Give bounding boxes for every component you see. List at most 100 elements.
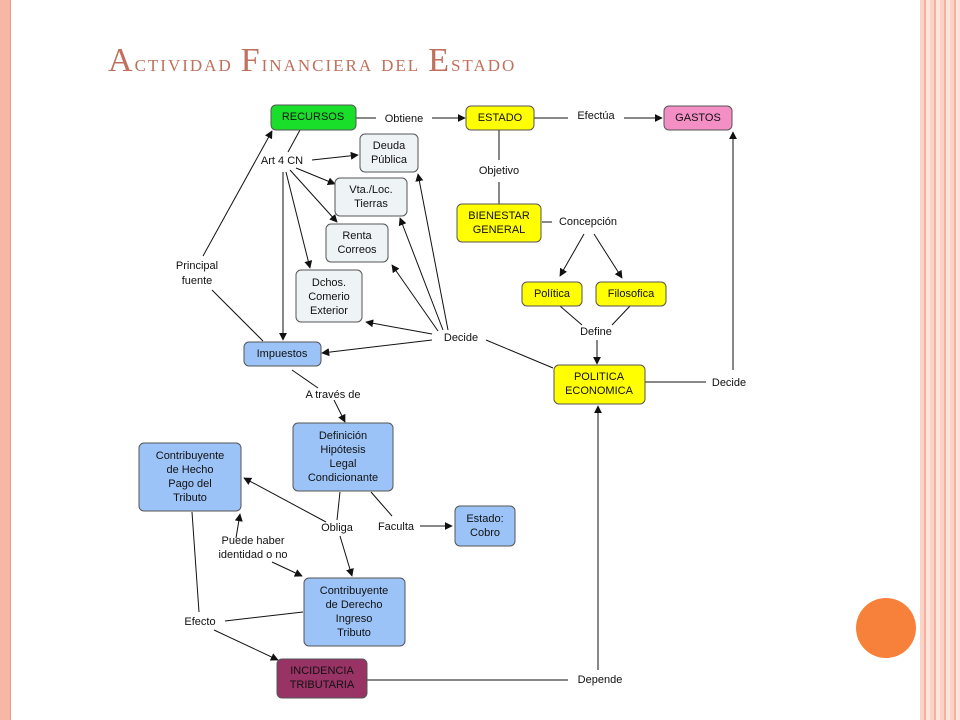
node-incidencia-tributaria: INCIDENCIA TRIBUTARIA (276, 658, 368, 699)
edge-puede-derecho (271, 561, 303, 577)
label-faculta: Faculta (378, 521, 415, 533)
label-concepcion: Concepción (559, 216, 617, 228)
node-dchos-exterior: Dchos. Comerio Exterior (295, 269, 363, 323)
edge-impuestos-principal (211, 289, 264, 342)
node-vta-tierras: Vta./Loc. Tierras (334, 177, 408, 217)
label-efecto: Efecto (184, 616, 215, 628)
left-frame-bar (0, 0, 11, 720)
svg-text:Objetivo: Objetivo (479, 165, 519, 177)
edge-art4-renta (289, 169, 338, 223)
edge-concepcion-politica (559, 233, 585, 277)
svg-text:Art 4 CN: Art 4 CN (261, 155, 303, 167)
svg-text:Deuda: Deuda (373, 140, 406, 152)
edge-decide-deuda (415, 173, 449, 331)
edge-obliga-derecho (339, 535, 354, 577)
label-puede-haber: Puede haber identidad o no (218, 535, 287, 561)
label-a-traves-de: A través de (305, 389, 360, 401)
svg-text:de Hecho: de Hecho (166, 464, 213, 476)
edge-art4-vta (295, 167, 336, 185)
svg-text:Condicionante: Condicionante (308, 472, 378, 484)
svg-text:Cobro: Cobro (470, 527, 500, 539)
page-title: Actividad Financiera del Estado (108, 42, 517, 79)
svg-text:Definición: Definición (319, 430, 367, 442)
edge-principal-recursos (202, 130, 273, 257)
edge-atraves-definicion (333, 399, 346, 423)
svg-text:ESTADO: ESTADO (478, 112, 523, 124)
svg-text:Concepción: Concepción (559, 216, 617, 228)
svg-text:Dchos.: Dchos. (312, 277, 346, 289)
svg-text:Ingreso: Ingreso (336, 613, 373, 625)
svg-text:Renta: Renta (342, 230, 372, 242)
edge-decide-vta (398, 217, 444, 331)
edge-concepcion-filosofica (593, 233, 623, 279)
svg-text:de Derecho: de Derecho (326, 599, 383, 611)
svg-text:Depende: Depende (578, 674, 623, 686)
svg-text:Exterior: Exterior (310, 305, 348, 317)
node-politica-economica: POLITICA ECONOMICA (553, 364, 646, 405)
node-estado: ESTADO (465, 105, 535, 131)
svg-text:Tierras: Tierras (354, 198, 388, 210)
node-bienestar-general: BIENESTAR GENERAL (456, 203, 542, 243)
svg-text:Vta./Loc.: Vta./Loc. (349, 184, 392, 196)
svg-text:Define: Define (580, 326, 612, 338)
svg-text:Faculta: Faculta (378, 521, 415, 533)
label-principal-fuente: Principal fuente (176, 260, 218, 287)
decorative-orange-circle (856, 598, 916, 658)
edge-politica-define (559, 305, 583, 326)
edge-impuestos-atraves (291, 369, 319, 389)
label-obtiene: Obtiene (385, 113, 424, 125)
edge-hecho-efecto (191, 511, 200, 613)
right-frame-stripes (920, 0, 960, 720)
edges (191, 114, 737, 681)
node-impuestos: Impuestos (243, 341, 322, 367)
edge-obliga-hecho (243, 477, 327, 523)
node-filosofica: Filosofica (595, 281, 667, 307)
edge-definicion-faculta (370, 491, 393, 517)
svg-text:POLITICA: POLITICA (574, 371, 625, 383)
node-renta-correos: Renta Correos (325, 223, 389, 263)
svg-text:Política: Política (534, 288, 571, 300)
edge-poleco-decide (485, 339, 554, 369)
svg-text:Decide: Decide (712, 377, 746, 389)
svg-text:Pago del: Pago del (168, 478, 211, 490)
svg-text:Obliga: Obliga (321, 522, 354, 534)
svg-text:RECURSOS: RECURSOS (282, 111, 344, 123)
label-depende: Depende (578, 674, 623, 686)
node-politica: Política (521, 281, 583, 307)
svg-text:Puede haber: Puede haber (222, 535, 285, 547)
svg-text:identidad o no: identidad o no (218, 549, 287, 561)
svg-text:Decide: Decide (444, 332, 478, 344)
svg-text:Impuestos: Impuestos (257, 348, 308, 360)
edge-art4-dchos (285, 171, 313, 269)
node-deuda-publica: Deuda Pública (359, 133, 419, 173)
label-decide-right: Decide (712, 377, 746, 389)
label-objetivo: Objetivo (479, 165, 519, 177)
edge-decide-dchos (365, 319, 433, 335)
node-gastos: GASTOS (663, 105, 733, 131)
label-decide-center: Decide (444, 332, 478, 344)
svg-text:Efectúa: Efectúa (577, 110, 615, 122)
edge-definicion-obliga (336, 491, 341, 521)
svg-text:A través de: A través de (305, 389, 360, 401)
edge-puede-hecho (234, 513, 243, 539)
svg-text:Efecto: Efecto (184, 616, 215, 628)
label-efectua: Efectúa (577, 110, 615, 122)
svg-text:Comerio: Comerio (308, 291, 350, 303)
edge-art4-deuda (311, 151, 359, 161)
svg-text:Contribuyente: Contribuyente (320, 585, 389, 597)
node-contribuyente-derecho: Contribuyente de Derecho Ingreso Tributo (303, 577, 406, 647)
svg-text:Tributo: Tributo (337, 627, 371, 639)
svg-text:Estado:: Estado: (466, 513, 503, 525)
edge-derecho-efecto (224, 611, 304, 622)
svg-text:INCIDENCIA: INCIDENCIA (290, 665, 354, 677)
edge-decide-impuestos (321, 339, 433, 357)
svg-text:Contribuyente: Contribuyente (156, 450, 225, 462)
svg-text:Tributo: Tributo (173, 492, 207, 504)
svg-text:Legal: Legal (330, 458, 357, 470)
node-contribuyente-hecho: Contribuyente de Hecho Pago del Tributo (138, 442, 242, 512)
svg-text:GENERAL: GENERAL (473, 224, 526, 236)
label-art4: Art 4 CN (261, 155, 303, 167)
edge-decide-renta (391, 264, 439, 332)
svg-text:Pública: Pública (371, 154, 408, 166)
